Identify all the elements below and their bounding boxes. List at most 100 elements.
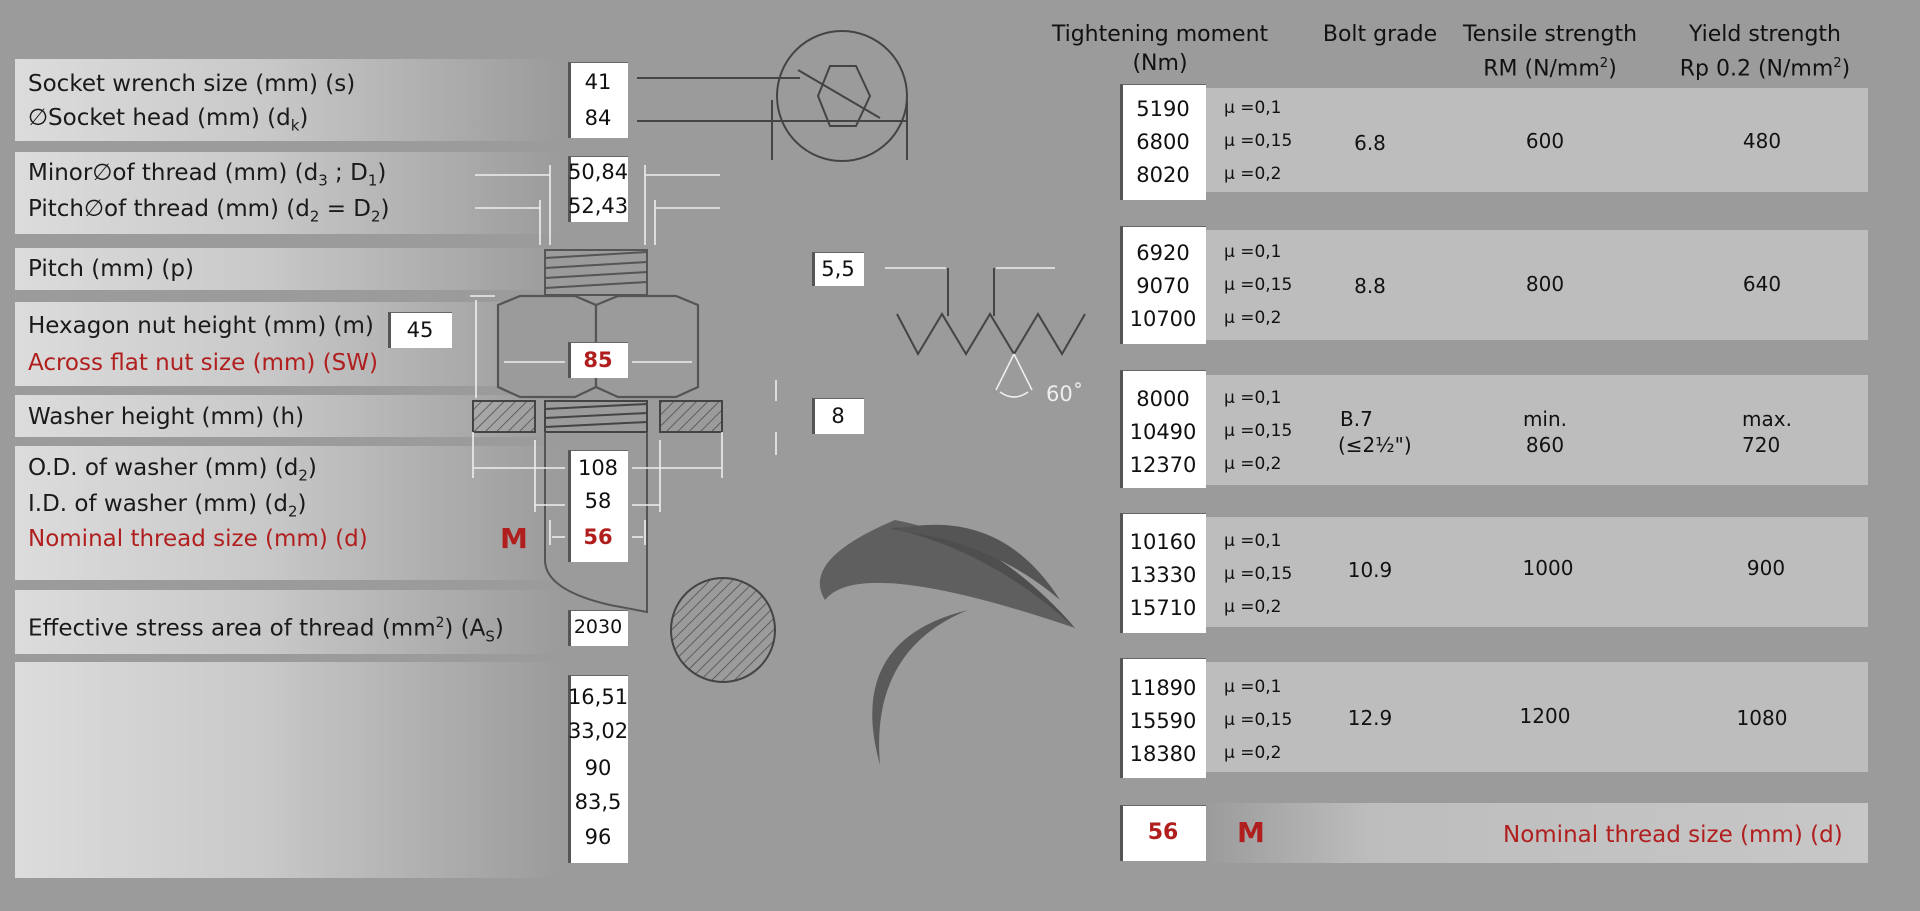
header-yield-strength: Yield strength Rp 0.2 (N/mm2) <box>1660 20 1870 83</box>
yield-cell: 480 <box>1742 129 1782 153</box>
value-box-thread <box>568 156 628 222</box>
mu-label: μ =0,2 <box>1224 597 1282 617</box>
mu-label: μ =0,2 <box>1224 743 1282 763</box>
value-extra-4: 83,5 <box>574 790 622 814</box>
angle-label: 60˚ <box>1046 382 1084 406</box>
label-pitch: Pitch (mm) (p) <box>28 256 194 282</box>
label-minor-diameter: Minor∅of thread (mm) (d3 ; D1) <box>28 160 387 190</box>
value-hex-nut-height: 45 <box>406 318 434 342</box>
label-od-washer-text: O.D. of washer (mm) (d <box>28 455 299 481</box>
label-sub: 3 <box>318 171 328 190</box>
value-box-socket <box>568 62 628 138</box>
label-sub: k <box>290 116 300 135</box>
label-minor-b: of thread (mm) (d <box>112 160 319 186</box>
label-socket-head: ∅Socket head (mm) (dk) <box>28 105 309 135</box>
value-pitch-diameter: 52,43 <box>568 194 629 218</box>
mu-label: μ =0,15 <box>1224 421 1293 441</box>
nut-dimension-lines <box>470 295 777 545</box>
moment-box <box>1120 658 1206 778</box>
thread-cross-section <box>670 577 776 683</box>
header-moment-1: Tightening moment <box>1051 22 1269 47</box>
mu-label: μ =0,1 <box>1224 242 1282 262</box>
label-sup: 2 <box>435 615 445 631</box>
bolt-shank <box>544 432 648 614</box>
label-id-washer-text: I.D. of washer (mm) (d <box>28 491 288 517</box>
label-pitchd-a: Pitch <box>28 196 84 222</box>
label-stress-a: Effective stress area of thread (mm <box>28 615 436 642</box>
band-socket <box>15 59 560 141</box>
bolt-grade-cell-note: (≤2½") <box>1338 433 1412 457</box>
value-id-washer: 58 <box>584 489 612 513</box>
moment-value: 18380 <box>1129 742 1197 766</box>
footer-nominal-label: Nominal thread size (mm) (d) <box>1503 822 1843 848</box>
bolt-grade-cell: 12.9 <box>1347 706 1393 730</box>
yield-cell: 1080 <box>1736 706 1788 730</box>
bolt-grade-cell: B.7 <box>1340 407 1373 431</box>
mu-label: μ =0,15 <box>1224 710 1293 730</box>
row-band <box>1205 662 1868 772</box>
mu-label: μ =0,2 <box>1224 454 1282 474</box>
label-hex-nut-height: Hexagon nut height (mm) (m) <box>28 313 374 339</box>
value-box-pitch <box>812 252 864 286</box>
value-extra-2: 33,02 <box>567 719 629 743</box>
footer-band <box>1205 803 1868 863</box>
yield-cell-value: 720 <box>1742 433 1781 457</box>
value-socket-wrench: 41 <box>584 70 612 94</box>
bolt-diagram <box>470 30 1086 765</box>
socket-head-top-view <box>637 30 908 162</box>
moment-value: 6800 <box>1136 130 1190 154</box>
header-tensile-1: Tensile strength <box>1462 22 1638 47</box>
mu-label: μ =0,2 <box>1224 308 1282 328</box>
mu-label: μ =0,1 <box>1224 388 1282 408</box>
value-extra-3: 90 <box>584 756 612 780</box>
tensile-cell: 600 <box>1525 129 1565 153</box>
label-stress-b: ) (A <box>444 615 486 642</box>
yield-cell: 900 <box>1746 556 1786 580</box>
value-od-washer: 108 <box>577 456 619 480</box>
moment-box <box>1120 370 1206 488</box>
value-box-stress <box>568 610 628 646</box>
value-extra-5: 96 <box>584 825 612 849</box>
diameter-symbol: ∅ <box>92 160 113 186</box>
yield-cell: 640 <box>1742 272 1782 296</box>
label-stress-area: Effective stress area of thread (mm2) (A… <box>28 615 504 646</box>
header-sup: 2 <box>1833 56 1842 71</box>
label-minor-c: ; D <box>327 160 368 186</box>
tensile-cell: 1000 <box>1522 556 1574 580</box>
label-minor-a: Minor <box>28 160 93 186</box>
value-box-nut-height <box>388 312 452 348</box>
mu-label: μ =0,15 <box>1224 275 1293 295</box>
row-band <box>1205 517 1868 627</box>
label-nominal-thread: Nominal thread size (mm) (d) <box>28 526 368 552</box>
mu-label: μ =0,1 <box>1224 98 1282 118</box>
bolt-thread <box>544 249 648 296</box>
row-band <box>1205 375 1868 485</box>
moment-box <box>1120 84 1206 200</box>
tensile-cell: 800 <box>1525 272 1565 296</box>
band-washer <box>15 395 560 437</box>
label-sub: 2 <box>298 466 308 485</box>
value-box-across-flat <box>568 342 628 378</box>
label-sub: 2 <box>371 207 381 226</box>
band-thread <box>15 152 560 234</box>
label-id-washer: I.D. of washer (mm) (d2) <box>28 491 307 521</box>
diameter-symbol: ∅ <box>28 105 49 131</box>
value-pitch: 5,5 <box>821 257 855 281</box>
moment-box <box>1120 226 1206 344</box>
label-washer-height: Washer height (mm) (h) <box>28 404 305 430</box>
moment-value: 10160 <box>1129 530 1197 554</box>
mu-label: μ =0,1 <box>1224 677 1282 697</box>
band-washer-dims <box>15 446 560 580</box>
moment-value: 10700 <box>1129 307 1197 331</box>
label-pitchd-c: = D <box>319 196 371 222</box>
label-socket-wrench: Socket wrench size (mm) (s) <box>28 71 356 97</box>
header-moment-2: (Nm) <box>1132 51 1188 76</box>
header-tensile-2b: ) <box>1608 56 1617 82</box>
tensile-cell: min. <box>1522 407 1568 431</box>
mu-label: μ =0,1 <box>1224 531 1282 551</box>
header-sup: 2 <box>1599 56 1609 71</box>
moment-value: 15710 <box>1129 596 1197 620</box>
footer-nominal-value: 56 <box>1147 820 1179 845</box>
footer-value-box <box>1120 805 1206 861</box>
mu-label: μ =0,15 <box>1224 564 1293 584</box>
